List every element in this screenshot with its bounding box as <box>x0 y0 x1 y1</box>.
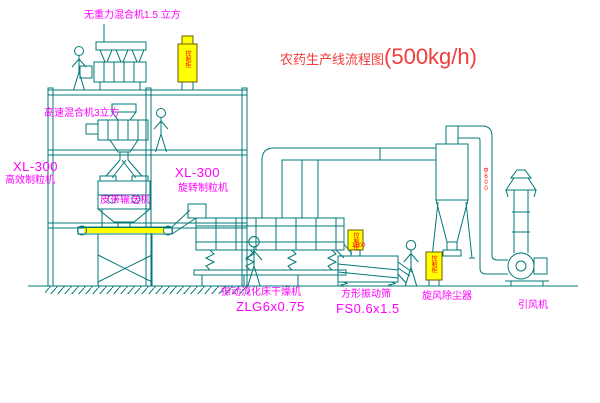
label-granulator-left-name: 高效制粒机 <box>5 175 55 186</box>
label-screen-model: FS0.6x1.5 <box>336 301 400 316</box>
downcomer-pipe-drawing <box>446 125 508 275</box>
label-cyclone: 旋风除尘器 <box>422 291 472 302</box>
label-high-speed-mixer: 高速混合机3立方 <box>44 108 120 119</box>
title-text: 农药生产线流程图 <box>280 52 385 67</box>
exhaust-stack-drawing <box>505 169 537 253</box>
worker-figure <box>71 46 87 91</box>
fluid-bed-dryer-drawing <box>187 203 353 286</box>
label-granulator-right-name: 旋转制粒机 <box>178 183 228 194</box>
exhaust-duct-drawing <box>261 147 436 218</box>
label-dryer-model: ZLG6x0.75 <box>236 299 305 314</box>
vibrating-screen-drawing <box>337 255 413 287</box>
page-title: 农药生产线流程图(500kg/h) <box>280 44 477 70</box>
worker-figure <box>153 108 169 153</box>
belt-conveyor-drawing <box>77 209 197 286</box>
granulator-drawing <box>96 175 152 228</box>
control-cabinet-3 <box>425 251 443 286</box>
high-speed-mixer-drawing <box>85 103 149 153</box>
control-panel-1-text: 控制柜 <box>184 50 190 68</box>
control-cabinet-2 <box>347 229 364 256</box>
control-cabinet-1 <box>177 35 198 90</box>
label-granulator-left-model: XL-300 <box>13 159 58 174</box>
cyclone-drawing <box>429 126 475 259</box>
pipe-dimension-text: Φ600 <box>483 168 489 192</box>
label-belt-conveyor: 皮带输送机 <box>100 195 150 206</box>
worker-figure <box>245 235 263 288</box>
gravity-mixer-drawing <box>79 24 147 90</box>
induced-fan-drawing <box>505 252 549 286</box>
label-induced-fan: 引风机 <box>518 300 548 311</box>
y-branch-pipe <box>105 152 143 179</box>
label-granulator-right-model: XL-300 <box>175 165 220 180</box>
label-gravity-mixer: 无重力混合机1.5 立方 <box>84 10 181 21</box>
control-panel-3-text: 控制柜 <box>430 255 436 273</box>
label-dryer-name: 振动流化床干燥机 <box>221 287 301 298</box>
control-panel-2-text: 控制柜 <box>352 232 358 250</box>
worker-figure <box>403 239 419 287</box>
screen-dimension-text: 1500 <box>352 243 366 249</box>
title-capacity: (500kg/h) <box>384 44 477 69</box>
ground-line <box>28 285 578 294</box>
label-screen-name: 方形振动筛 <box>341 289 391 300</box>
